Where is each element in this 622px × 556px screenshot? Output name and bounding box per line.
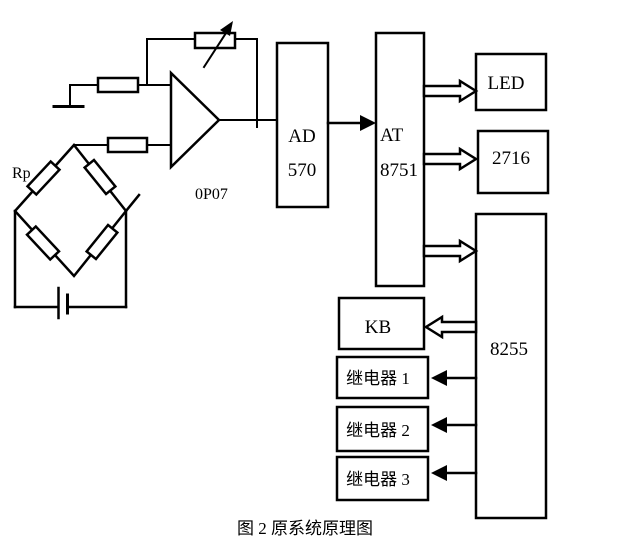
opamp-stage xyxy=(52,21,278,170)
opamp-label: 0P07 xyxy=(195,186,228,203)
led-block: LED xyxy=(474,52,548,112)
arrow-pio-relay1 xyxy=(431,370,478,386)
relay3-label: 继电器 3 xyxy=(346,470,410,489)
bus-arrow-mcu-eprom xyxy=(422,146,479,172)
upper-input-resistor xyxy=(96,76,140,94)
figure-caption: 图 2 原系统原理图 xyxy=(237,519,373,538)
wheatstone-bridge xyxy=(13,143,141,320)
arrow-pio-relay3 xyxy=(431,465,478,481)
adc-label-line2: 570 xyxy=(288,160,317,181)
bridge-diamond xyxy=(13,143,128,278)
lower-input-resistor xyxy=(106,136,149,154)
mcu-block: AT 8751 xyxy=(374,31,426,288)
bridge-resistor-top-left xyxy=(25,159,62,197)
keyboard-block: KB xyxy=(337,296,426,351)
relay3-block: 继电器 3 xyxy=(335,455,430,502)
relay2-label: 继电器 2 xyxy=(346,421,410,440)
pio-block: 8255 xyxy=(474,212,548,520)
adc-to-mcu-arrow xyxy=(326,115,376,131)
bridge-resistor-top-right xyxy=(82,158,118,196)
pio-label: 8255 xyxy=(490,339,528,360)
mcu-label-line1: AT xyxy=(380,125,404,146)
bridge-label: Rp xyxy=(12,165,31,182)
adc-block: AD 570 xyxy=(275,41,330,209)
bus-arrow-mcu-led xyxy=(422,78,479,104)
relay1-label: 继电器 1 xyxy=(346,369,410,388)
bridge-corner-overshoot xyxy=(124,193,141,213)
relay2-block: 继电器 2 xyxy=(335,405,430,453)
bus-arrow-mcu-pio xyxy=(422,238,479,264)
bridge-resistor-bottom-left xyxy=(25,224,61,262)
relay1-block: 继电器 1 xyxy=(335,355,430,400)
potentiometer-arrowhead xyxy=(220,21,233,36)
keyboard-label: KB xyxy=(365,317,391,338)
ground-symbol xyxy=(52,84,85,108)
battery-symbol xyxy=(57,286,69,320)
mcu-label-line2: 8751 xyxy=(380,160,418,181)
bus-arrow-pio-keyboard xyxy=(423,314,478,340)
bridge-resistor-bottom-right xyxy=(84,223,120,261)
led-label: LED xyxy=(488,73,525,94)
arrow-pio-relay2 xyxy=(431,417,478,433)
pio-relay-arrows xyxy=(431,370,478,481)
feedback-potentiometer xyxy=(193,21,237,69)
adc-label-line1: AD xyxy=(288,126,315,147)
opamp-triangle xyxy=(169,70,221,170)
eprom-block: 2716 xyxy=(476,129,550,195)
eprom-label: 2716 xyxy=(492,148,530,169)
